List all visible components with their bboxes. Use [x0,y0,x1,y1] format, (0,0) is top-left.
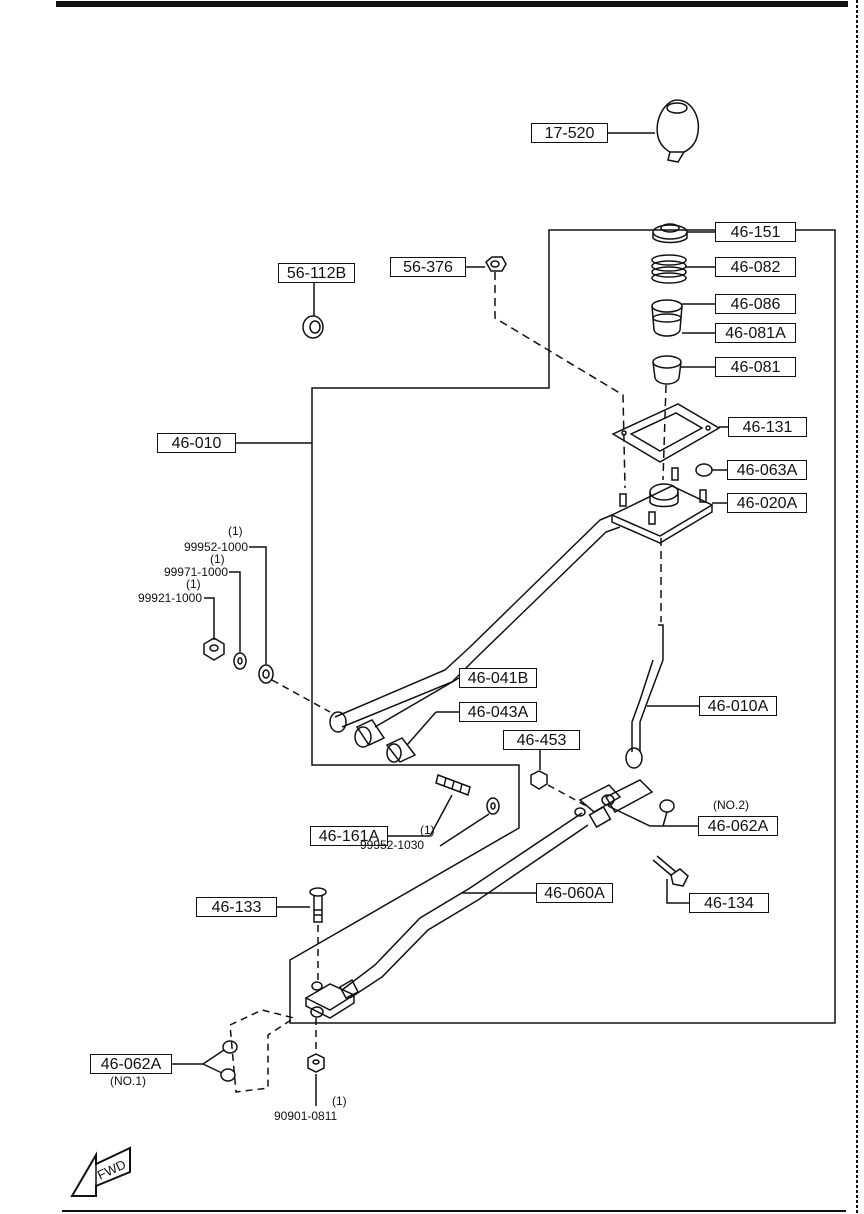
washer-99971 [233,652,247,670]
callout-46-020A: 46-020A [727,493,807,513]
leader-99952-1030 [439,813,490,847]
callout-46-063A: 46-063A [727,460,807,480]
callout-46-010A: 46-010A [699,696,777,716]
nut-90901-0811 [307,1053,325,1073]
boot-part [652,355,682,385]
callout-46-081A: 46-081A [715,323,796,343]
dash-center-upper [662,384,667,481]
callout-46-131: 46-131 [728,417,807,437]
part-99921-1000: 99921-1000 [137,591,202,605]
bushing-46-043a [385,737,417,763]
callout-46-060A: 46-060A [536,883,613,903]
leader-46-062A-no1b [202,1049,225,1065]
base-plate-46-020a [610,467,714,544]
callout-46-161A: 46-161A [310,826,388,846]
gasket-46-131 [611,403,721,463]
callout-46-151: 46-151 [715,222,796,242]
callout-46-062A-no2: 46-062A [698,816,778,836]
part-99971-1000: 99971-1000 [163,565,228,579]
part-99952-1030: 99952-1030 [360,838,425,852]
callout-56-112B: 56-112B [278,263,355,283]
callout-46-133: 46-133 [196,897,277,917]
leader-46-134 [666,879,689,904]
qty-99921-1000: (1) [186,577,201,591]
boot-top-part [652,223,688,244]
nut-46-453 [530,770,548,790]
stud-46-161a [435,774,471,796]
washer-99952 [258,664,274,684]
spring-part [651,254,687,284]
leader-46-161A [388,794,453,837]
part-90901-0811: 90901-0811 [274,1109,338,1123]
shift-knob [656,99,699,163]
rod-46-060a [341,805,612,999]
qty-99952-1000: (1) [228,524,243,538]
callout-56-376: 56-376 [390,257,466,277]
leader-46-062A-no1c [202,1063,223,1074]
nut-56-376 [485,256,507,272]
no1-label: (NO.1) [110,1074,146,1088]
dash-46-453 [547,784,591,809]
dash-56-376 [494,272,626,489]
callout-46-134: 46-134 [689,893,769,913]
joint-46-062a-no2 [578,779,675,814]
part-99952-1000: 99952-1000 [183,540,248,554]
callout-46-043A: 46-043A [459,702,537,722]
rod-46-010a [625,538,664,769]
leader-46-062A-no2b [662,811,668,827]
leader-46-062A-no2 [607,805,698,827]
dash-washers [271,679,331,713]
leader-46-041B [374,677,460,728]
callout-46-041B: 46-041B [459,668,537,688]
callout-46-010: 46-010 [157,433,236,453]
qty-90901-0811: (1) [332,1094,347,1108]
washer-99952-1030 [486,797,500,815]
plug-46-063a [695,463,713,477]
lower-joint [304,978,360,1019]
bracket-46-062a-no1 [220,1009,296,1093]
lever-46-010 [329,514,621,733]
callout-46-062A-no1: 46-062A [90,1054,172,1074]
top-rule [56,1,848,7]
qty-99952-1030: (1) [420,823,435,837]
callout-46-082: 46-082 [715,257,796,277]
no2-label: (NO.2) [713,798,749,812]
bushing-part [651,299,683,337]
leader-99921-1000 [204,597,215,640]
callout-46-453: 46-453 [503,730,580,750]
leader-99952-1000 [249,546,267,664]
callout-17-520: 17-520 [531,123,608,143]
leader-46-043A [406,711,437,746]
fwd-arrow-icon [70,1146,131,1197]
bushing-46-041b [354,719,386,748]
nut-99921 [203,637,225,661]
leader-99971-1000 [229,571,241,652]
callout-46-086: 46-086 [715,294,796,314]
bolt-46-133 [309,887,327,923]
ring-part-56-112b [302,315,324,339]
assembly-outline [289,229,836,1024]
bolt-46-134 [652,855,689,887]
qty-99971-1000: (1) [210,552,225,566]
callout-46-081: 46-081 [715,357,796,377]
